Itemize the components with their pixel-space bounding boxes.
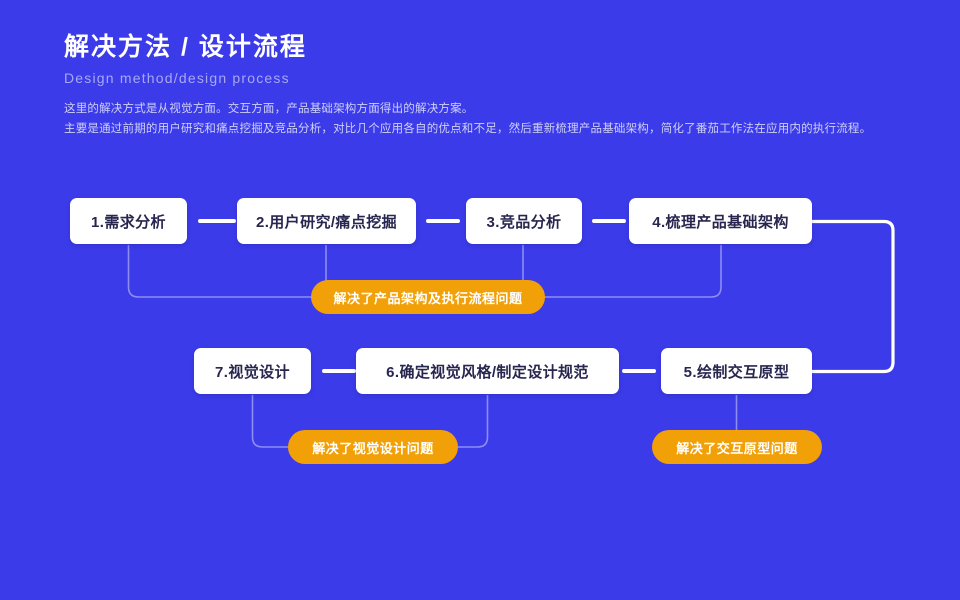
flow-node-step-4[interactable]: 4.梳理产品基础架构 (629, 198, 812, 244)
connector-dash-step2-step3 (426, 219, 460, 223)
flow-node-label: 5.绘制交互原型 (683, 363, 790, 381)
page-subtitle: Design method/design process (64, 70, 290, 86)
flow-node-label: 2.用户研究/痛点挖掘 (255, 213, 398, 231)
outcome-pill-visual[interactable]: 解决了视觉设计问题 (288, 430, 458, 464)
flow-node-step-3[interactable]: 3.竞品分析 (466, 198, 582, 244)
connector-dash-step6-step5 (622, 369, 656, 373)
flow-node-step-7[interactable]: 7.视觉设计 (194, 348, 311, 394)
connector-step1-to-architecture (127, 245, 318, 298)
flow-node-step-5[interactable]: 5.绘制交互原型 (661, 348, 812, 394)
connector-dash-step1-step2 (198, 219, 236, 223)
outcome-pill-architecture[interactable]: 解决了产品架构及执行流程问题 (311, 280, 545, 314)
flow-node-label: 1.需求分析 (91, 213, 166, 231)
outcome-pill-label: 解决了产品架构及执行流程问题 (333, 290, 523, 306)
connector-step7-to-visual (251, 395, 292, 448)
flow-node-label: 4.梳理产品基础架构 (652, 213, 789, 231)
flow-node-step-6[interactable]: 6.确定视觉风格/制定设计规范 (356, 348, 619, 394)
outcome-pill-label: 解决了交互原型问题 (676, 440, 798, 456)
page-description: 这里的解决方式是从视觉方面。交互方面，产品基础架构方面得出的解决方案。 主要是通… (64, 100, 924, 139)
connector-step4-to-step5 (812, 219, 895, 374)
connector-dash-step7-step6 (322, 369, 356, 373)
outcome-pill-label: 解决了视觉设计问题 (312, 440, 434, 456)
flow-node-step-2[interactable]: 2.用户研究/痛点挖掘 (237, 198, 416, 244)
flow-node-step-1[interactable]: 1.需求分析 (70, 198, 187, 244)
slide-header: 解决方法 / 设计流程 Design method/design process… (64, 30, 924, 139)
connector-dash-step3-step4 (592, 219, 626, 223)
connector-step4-to-architecture (540, 245, 722, 298)
flow-node-label: 6.确定视觉风格/制定设计规范 (386, 363, 589, 381)
flow-node-label: 7.视觉设计 (215, 363, 290, 381)
description-line-2: 主要是通过前期的用户研究和痛点挖掘及竞品分析，对比几个应用各自的优点和不足，然后… (64, 123, 872, 135)
page-title: 解决方法 / 设计流程 (64, 33, 307, 61)
flow-node-label: 3.竞品分析 (486, 213, 562, 231)
connector-step6-to-visual (456, 395, 489, 448)
description-line-1: 这里的解决方式是从视觉方面。交互方面，产品基础架构方面得出的解决方案。 (64, 103, 474, 115)
outcome-pill-prototype[interactable]: 解决了交互原型问题 (652, 430, 822, 464)
